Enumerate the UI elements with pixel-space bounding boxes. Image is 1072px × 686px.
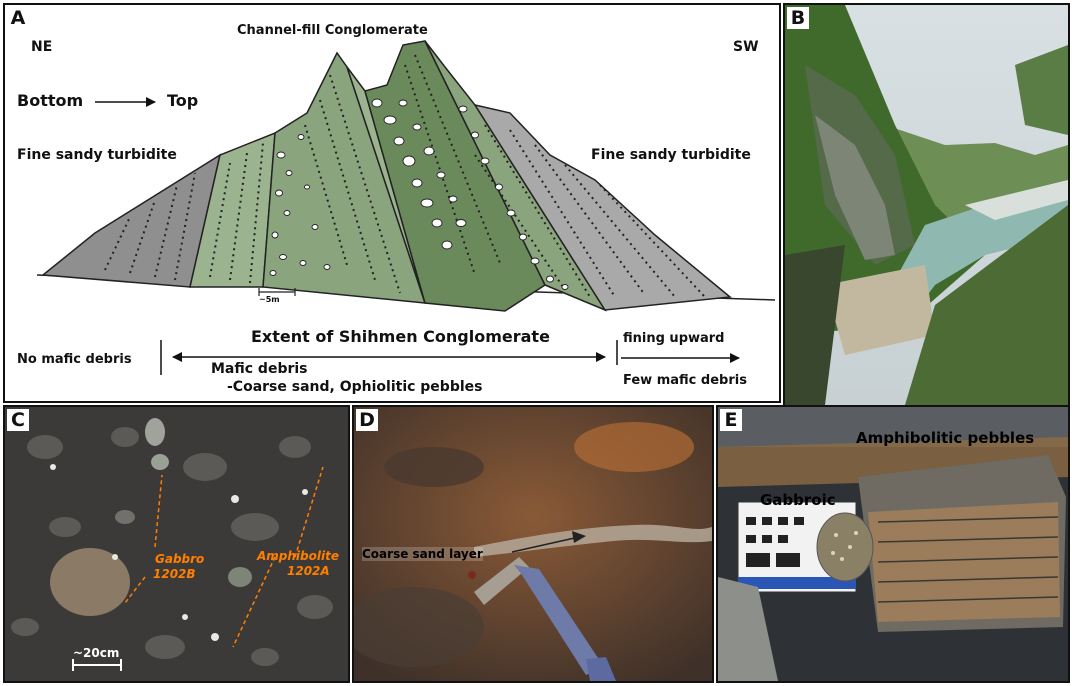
bottom-label: Bottom (17, 91, 84, 110)
panel-c-label: C (7, 409, 29, 431)
river-valley-photo (785, 5, 1068, 405)
scale-label-a: ~5m (259, 295, 280, 304)
gabbro-id: 1202B (153, 567, 196, 581)
pebble-samples-photo (718, 407, 1068, 681)
panel-c: C (3, 405, 350, 683)
fine-turbidite-left: Fine sandy turbidite (17, 147, 177, 163)
amphibolitic-label: Amphibolitic pebbles (856, 429, 1035, 447)
coarse-sand-label: Coarse sand layer (362, 547, 483, 561)
panel-b-label: B (787, 7, 809, 29)
extent-label: Extent of Shihmen Conglomerate (251, 327, 550, 346)
bedding-lines (104, 54, 706, 298)
panel-e: E (716, 405, 1070, 683)
amphibolite-name: Amphibolite (257, 549, 339, 563)
gabbro-name: Gabbro (155, 552, 205, 566)
sand-layer-photo (354, 407, 712, 681)
amphibolite-id: 1202A (287, 564, 330, 578)
no-mafic-label: No mafic debris (17, 352, 132, 367)
panel-d-label: D (356, 409, 378, 431)
scale-label-c: ~20cm (73, 646, 120, 660)
top-label: Top (167, 91, 199, 110)
sketch-cross-section (36, 40, 776, 375)
panel-a: A (3, 3, 781, 403)
gabbroic-label: Gabbroic (760, 491, 836, 509)
fining-label: fining upward (623, 331, 725, 346)
sketch-title: Channel-fill Conglomerate (237, 23, 428, 38)
direction-ne: NE (31, 39, 53, 55)
few-mafic-label: Few mafic debris (623, 373, 747, 388)
direction-sw: SW (733, 39, 759, 55)
stratum-grey-left (41, 153, 222, 288)
clasts (269, 98, 569, 290)
panel-a-label: A (7, 7, 29, 29)
stratum-grey-right (473, 103, 732, 311)
panel-e-label: E (720, 409, 742, 431)
mafic-label: Mafic debris (211, 361, 308, 377)
conglomerate-outcrop-photo (5, 407, 348, 681)
fine-turbidite-right: Fine sandy turbidite (591, 147, 751, 163)
panel-d: D Coarse sand layer (352, 405, 714, 683)
coarse-label: -Coarse sand, Ophiolitic pebbles (227, 379, 483, 395)
panel-b: B (783, 3, 1070, 407)
